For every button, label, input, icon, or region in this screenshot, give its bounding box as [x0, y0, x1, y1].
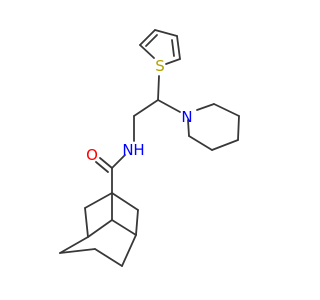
bond-c5-c4 — [139, 29, 156, 46]
bond-c4p-c5p — [237, 115, 240, 141]
bond-f-h — [59, 248, 96, 254]
bond-h-g — [94, 248, 123, 267]
bond-nh-carbonyl — [111, 154, 126, 169]
piperidine-ring — [187, 103, 240, 151]
bond-c5p-c6p — [213, 103, 240, 117]
bond-c4-c3 — [154, 29, 178, 37]
amide-nitrogen-label: N — [122, 141, 133, 159]
bond-c-d — [87, 219, 113, 238]
ethyl-linker — [133, 75, 181, 142]
amide-group — [95, 154, 126, 194]
bond-b-e — [135, 209, 139, 236]
bond-c3-c2-double — [171, 39, 175, 57]
bond-carbonyl-o — [99, 157, 113, 169]
bond-s-c5 — [139, 44, 155, 59]
bond-c2-s — [165, 58, 181, 65]
bond-c6p-n — [196, 103, 215, 111]
bond-c2p-c3p — [188, 135, 213, 151]
thiophene-ring — [139, 29, 181, 65]
bond-c3p-c4p — [211, 139, 239, 151]
bond-ch-n — [157, 99, 181, 113]
bond-carbonyl-o-double — [95, 161, 109, 173]
bond-c5-c4-double — [145, 34, 158, 47]
bond-n-c2p — [187, 119, 190, 137]
bond-e-g — [121, 234, 137, 267]
bond-c3-c2 — [176, 35, 181, 60]
amide-hydrogen-label: H — [133, 141, 144, 159]
bond-cq-a — [84, 192, 113, 209]
bond-c2-ch — [157, 75, 160, 101]
bond-c-e — [111, 219, 137, 236]
bond-d-f — [59, 236, 89, 254]
carbonyl-oxygen-label: O — [86, 146, 98, 164]
molecule-diagram: S N N H O — [59, 29, 240, 267]
adamantane-cage — [59, 192, 139, 267]
sulfur-label: S — [155, 57, 165, 75]
bond-ch-ch2 — [133, 99, 159, 117]
bond-a-d — [84, 207, 89, 238]
piperidine-nitrogen-label: N — [181, 108, 192, 126]
bond-cq-b — [111, 192, 139, 211]
